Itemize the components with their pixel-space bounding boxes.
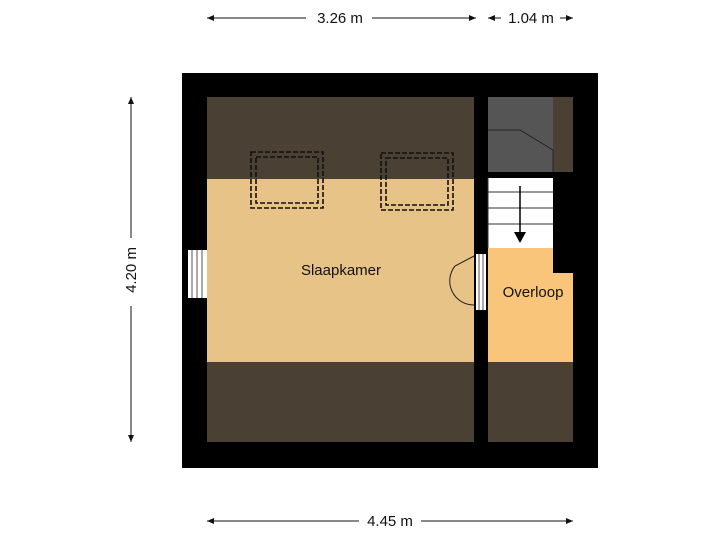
dimension-label-left: 4.20 m: [123, 247, 140, 293]
room-label-overloop: Overloop: [503, 284, 564, 301]
dimension-line-left: 4.20 m: [123, 97, 140, 442]
low-ceiling-zone-bottom: [207, 362, 474, 442]
stair-void: [488, 97, 553, 172]
dimension-line-top-left: 3.26 m: [207, 10, 476, 27]
stair-direction-arrow-icon: [514, 186, 526, 243]
stair-outline: [488, 129, 554, 172]
skylight-icon: [380, 152, 454, 211]
low-ceiling-zone-top: [207, 97, 474, 179]
skylight-icon: [250, 151, 324, 209]
dimension-label-top-right: 1.04 m: [508, 10, 554, 27]
overloop-floor: [488, 248, 573, 362]
dimension-label-bottom: 4.45 m: [367, 513, 413, 530]
room-label-slaapkamer: Slaapkamer: [301, 262, 381, 279]
dimension-line-bottom: 4.45 m: [207, 513, 573, 530]
dimension-label-top-left: 3.26 m: [317, 10, 363, 27]
window-icon: [188, 250, 207, 298]
door-swing-icon: [449, 254, 486, 310]
overloop-low-ceiling-zone: [488, 362, 573, 442]
stair-void-side: [553, 97, 573, 172]
stair-wall: [553, 172, 573, 175]
dimension-line-top-right: 1.04 m: [488, 10, 573, 27]
